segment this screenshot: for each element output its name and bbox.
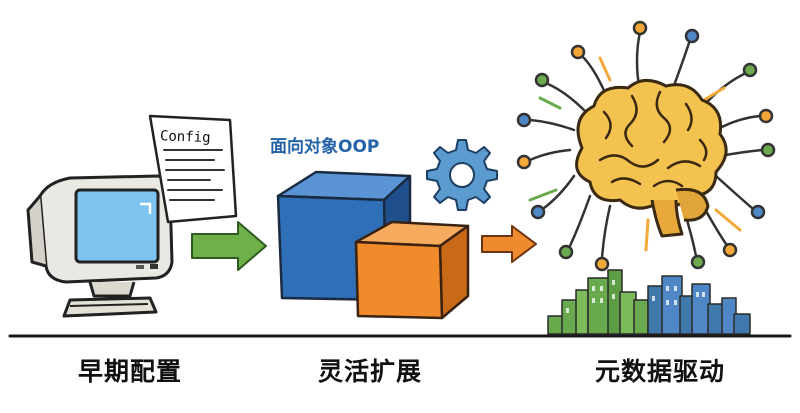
orange-cube-icon <box>354 220 470 320</box>
config-document-icon <box>148 114 238 224</box>
stage-label-metadata-driven: 元数据驱动 <box>594 357 725 386</box>
arrow-right-icon <box>191 221 267 271</box>
config-doc-title: Config <box>160 128 211 146</box>
gear-icon <box>426 139 498 211</box>
stage-label-early-config: 早期配置 <box>77 357 182 386</box>
oop-label: 面向对象OOP <box>270 137 380 157</box>
stage-label-flexible-extension: 灵活扩展 <box>317 357 422 386</box>
computer-monitor-icon <box>26 174 174 318</box>
arrow-right-icon-2 <box>481 225 537 263</box>
city-skyline-icon <box>547 269 751 335</box>
brain-icon <box>575 79 728 238</box>
